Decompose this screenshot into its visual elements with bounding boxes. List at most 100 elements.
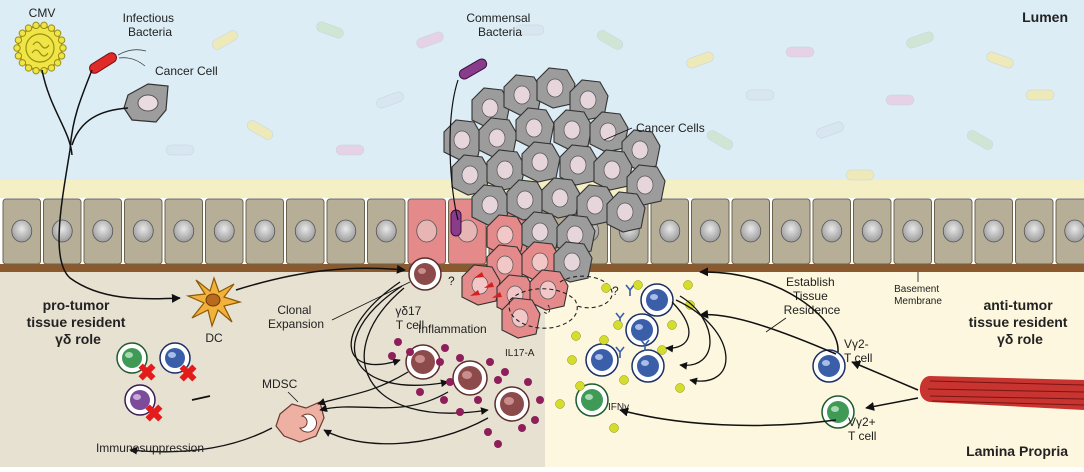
il17a-label: IL17-A <box>505 348 535 359</box>
background-bacterium <box>165 144 195 156</box>
background-bacterium <box>515 24 545 36</box>
ifng-dot <box>619 375 629 385</box>
ifng-dot <box>571 331 581 341</box>
ifng-dot <box>555 399 565 409</box>
background-bacterium <box>316 21 344 39</box>
ifng-dot <box>633 280 643 290</box>
il17a-dot <box>406 348 414 356</box>
cancer-cell <box>521 211 561 253</box>
il17a-dot <box>441 344 449 352</box>
background-bacterium <box>246 120 274 140</box>
background-bacterium <box>745 89 775 101</box>
suppressed-green-cell <box>116 342 148 374</box>
gd17-tcell-label: γδ17 T cell <box>395 304 424 332</box>
lumen-label: Lumen <box>1022 9 1068 25</box>
mdsc-label: MDSC <box>262 377 298 391</box>
cancer-cell-label: Cancer Cell <box>155 64 218 78</box>
dc-label: DC <box>205 331 223 345</box>
mdsc-cell-icon <box>275 401 325 443</box>
epithelial-cell <box>853 198 892 265</box>
il17a-dot <box>436 358 444 366</box>
gd17-tcell-clone <box>452 360 488 396</box>
epithelial-cell <box>245 198 284 265</box>
il17a-dot <box>494 440 502 448</box>
il17a-dot <box>456 408 464 416</box>
cancer-cell <box>461 264 501 306</box>
blood-vessel-icon <box>919 376 1084 410</box>
il17a-dot <box>440 396 448 404</box>
ifng-dot <box>575 381 585 391</box>
cancer-cell <box>576 184 616 226</box>
vg2-minus-tcell <box>631 349 665 383</box>
epithelial-cell <box>731 198 770 265</box>
gd17-tcell-clone <box>494 386 530 422</box>
background-bacterium <box>376 91 404 109</box>
vg2-minus-tcell <box>585 343 619 377</box>
il17a-dot <box>536 396 544 404</box>
stimulus-line-bacteria <box>69 69 93 151</box>
lamina-propria-label: Lamina Propria <box>966 443 1068 459</box>
dead-cell-outline <box>559 275 613 309</box>
il17a-dot <box>474 396 482 404</box>
ifng-dot <box>601 283 611 293</box>
vg2-minus-tcell <box>625 313 659 347</box>
background-bacterium <box>906 31 934 49</box>
inhibition-cross-icon <box>145 404 163 422</box>
inhibition-cross-icon <box>179 364 197 382</box>
background-bacterium <box>686 51 714 69</box>
cancer-cell <box>541 177 581 219</box>
il17a-dot <box>456 354 464 362</box>
pro-tumor-role-label: pro-tumor tissue resident γδ role <box>27 297 130 347</box>
ifng-dot <box>567 355 577 365</box>
epithelial-cell <box>1015 198 1054 265</box>
cmv-virus-icon <box>13 21 67 75</box>
anti-tumor-role-label: anti-tumor tissue resident γδ role <box>969 297 1072 347</box>
epithelial-cell <box>124 198 163 265</box>
suppressed-blue-cell <box>159 342 191 374</box>
single-cancer-cell-icon <box>123 83 169 123</box>
ifng-dot <box>675 383 685 393</box>
question-mark-right: ? <box>612 284 619 298</box>
question-mark-left: ? <box>448 274 455 288</box>
epithelial-cell <box>974 198 1013 265</box>
il17a-dot <box>416 388 424 396</box>
il17a-dot <box>484 428 492 436</box>
ifng-label: IFNγ <box>608 402 629 413</box>
background-bacterium <box>816 121 844 139</box>
epithelial-cell <box>1055 198 1084 265</box>
background-bacterium <box>986 51 1014 69</box>
tissue-damage-mark <box>484 282 494 288</box>
stimulus-arrow-to-dc <box>58 149 181 303</box>
lumen-mucus-layer <box>0 180 1084 198</box>
cancer-cell <box>515 107 555 149</box>
cancer-cell <box>606 191 646 233</box>
receptor-mark <box>615 346 625 358</box>
il17a-dot <box>394 338 402 346</box>
epithelial-cell <box>893 198 932 265</box>
inflammation-label: Inflammation <box>418 322 487 336</box>
cancer-cells-label: Cancer Cells <box>636 121 705 135</box>
cancer-cell <box>559 144 599 186</box>
basement-membrane-label: Basement Membrane <box>894 284 942 307</box>
receptor-mark <box>640 339 650 351</box>
epithelial-cell <box>286 198 325 265</box>
cancer-cell <box>506 179 546 221</box>
cancer-cell <box>486 214 526 256</box>
vg2-plus-label: Vγ2+ T cell <box>848 415 879 443</box>
infectious-bacteria-label: Infectious Bacteria <box>123 11 178 39</box>
clonal-expansion-label: Clonal Expansion <box>268 303 324 331</box>
cancer-cell <box>443 119 483 161</box>
cancer-cell <box>529 269 569 311</box>
gd17-tcell-main <box>408 257 442 291</box>
cancer-cell <box>503 74 543 116</box>
infectious-bacteria-icon <box>89 52 117 74</box>
il17a-dot <box>486 358 494 366</box>
inhibition-cross-icon <box>138 363 156 381</box>
vg2-plus-tcell <box>575 383 609 417</box>
commensal-bacteria-icon <box>458 58 488 80</box>
commensal-bacteria-label: Commensal Bacteria <box>466 11 533 39</box>
epithelial-cell <box>164 198 203 265</box>
immunosuppression-label: Immunosuppression <box>96 441 204 455</box>
